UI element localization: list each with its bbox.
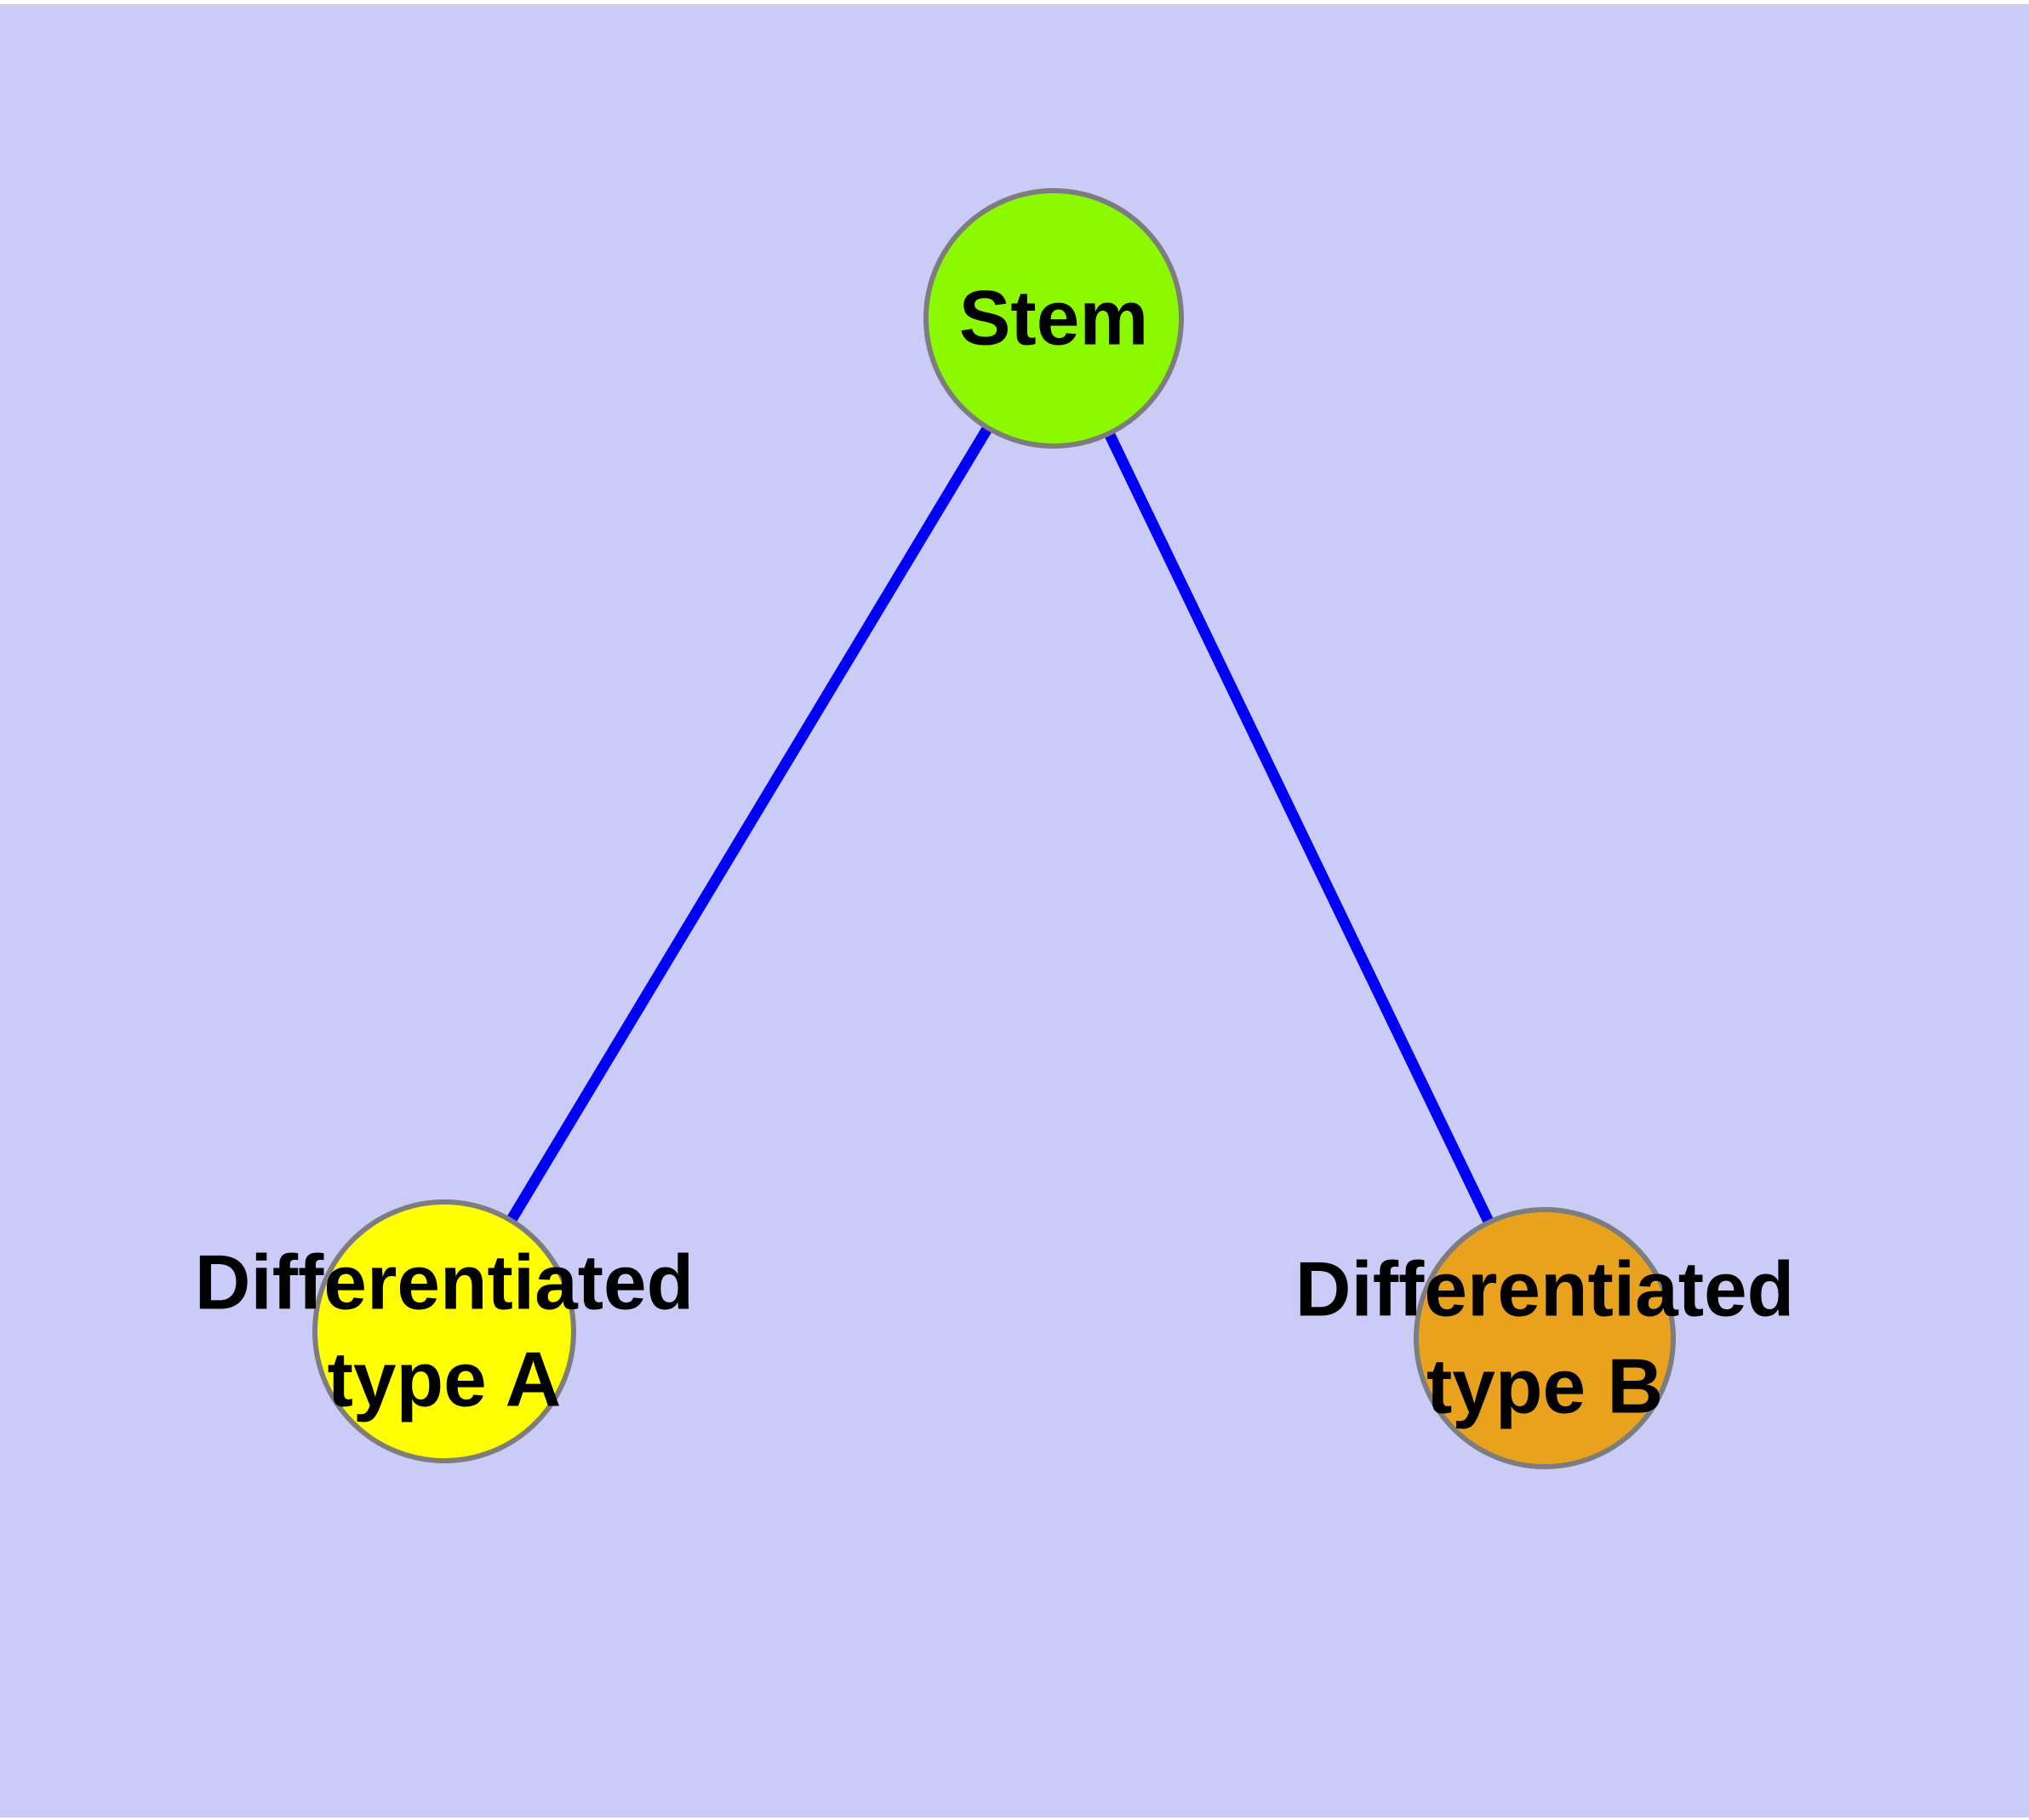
edge-stem-type-b — [1049, 316, 1550, 1341]
node-differentiated-type-b — [1414, 1207, 1676, 1469]
node-label-differentiated-type-b-line1: Differentiated — [1295, 1247, 1795, 1333]
node-stem — [923, 188, 1184, 449]
edge-stem-type-a — [439, 315, 1059, 1335]
node-differentiated-type-a — [312, 1199, 576, 1463]
node-label-differentiated-type-a-line2: type A — [328, 1337, 562, 1423]
node-label-differentiated-type-a-line1: Differentiated — [195, 1240, 694, 1326]
node-label-differentiated-type-b-line2: type B — [1426, 1344, 1663, 1430]
node-label-stem: Stem — [959, 276, 1149, 362]
